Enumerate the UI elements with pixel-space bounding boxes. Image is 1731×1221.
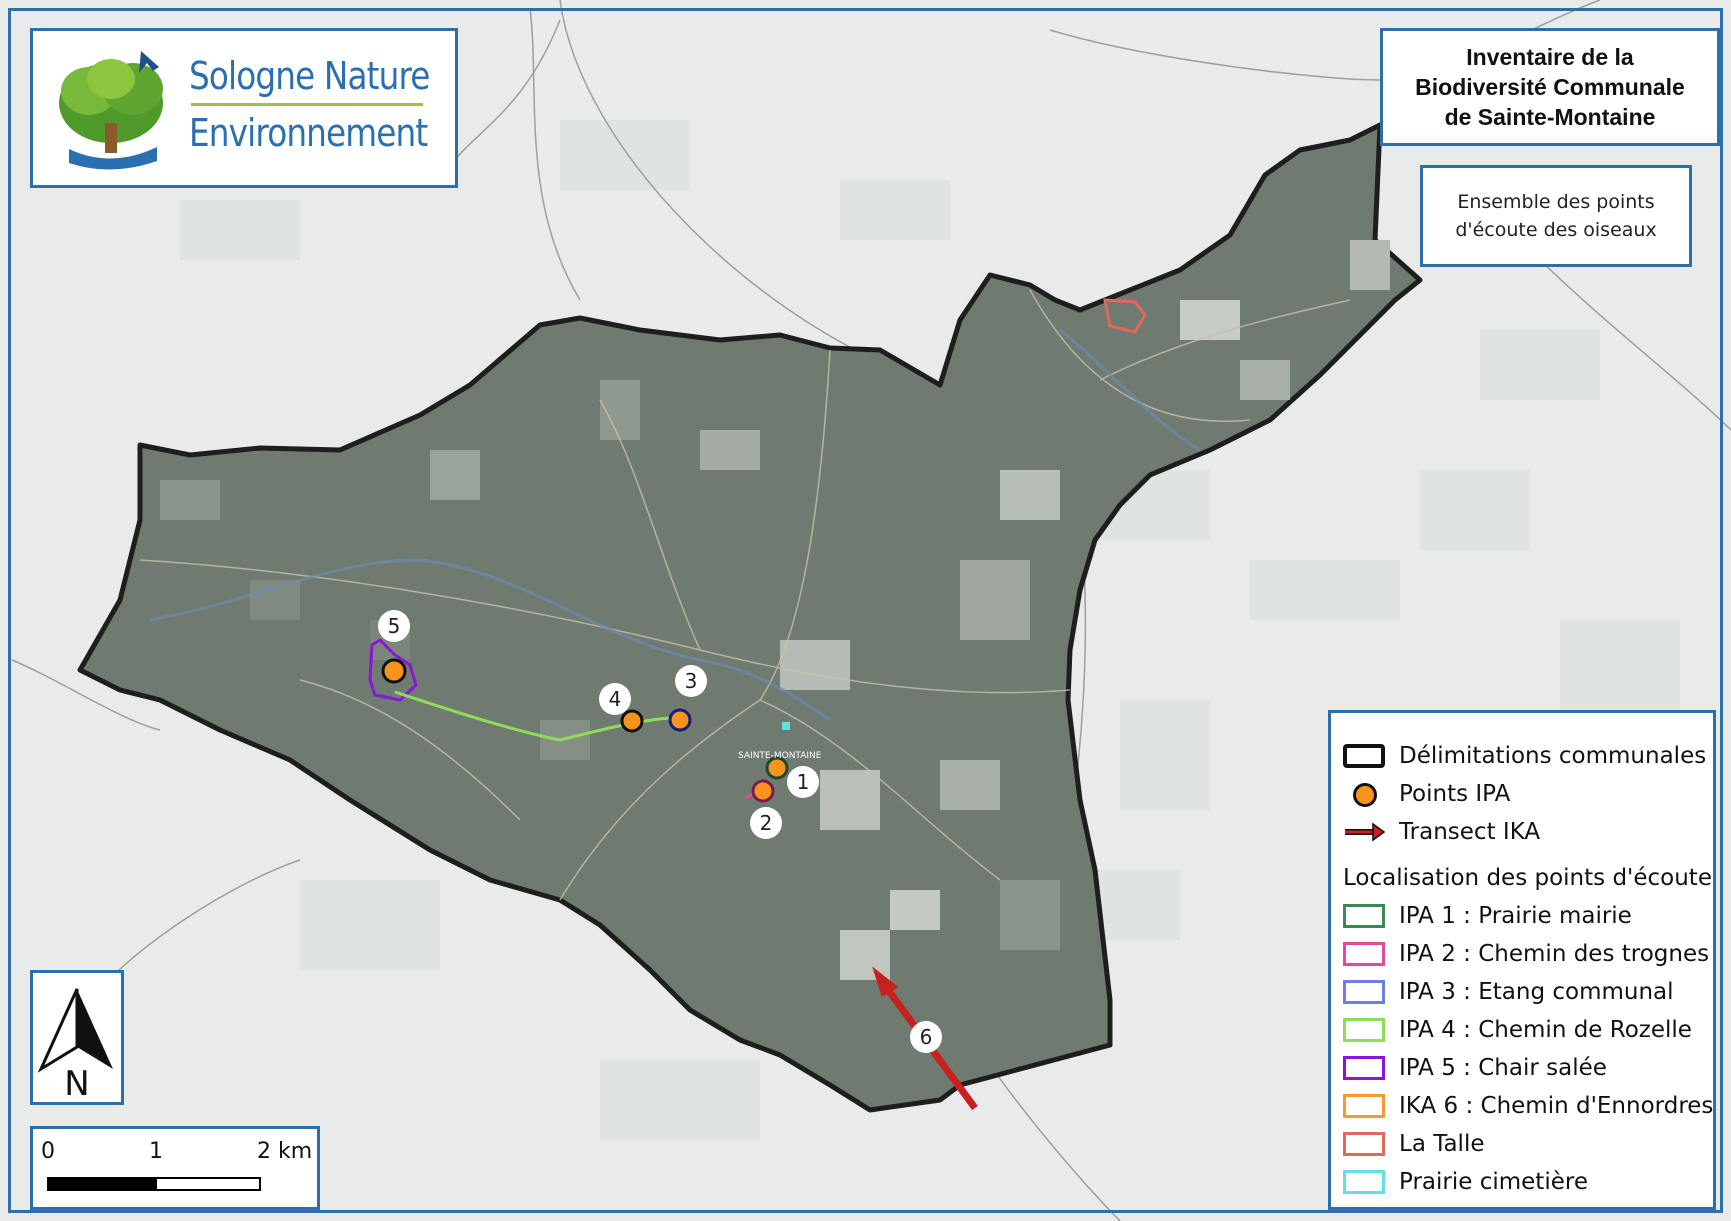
title-line-3: de Sainte-Montaine — [1444, 104, 1656, 130]
logo-tree-icon — [59, 51, 163, 170]
legend-zone-label-ipa-4: IPA 4 : Chemin de Rozelle — [1399, 1017, 1692, 1043]
zone-swatch-ika-6 — [1343, 1094, 1385, 1118]
zone-swatch-ipa-2 — [1343, 942, 1385, 966]
transect-arrowhead — [872, 966, 899, 997]
legend-entry-boundary: Délimitations communales — [1343, 739, 1706, 773]
point-label-1: 1 — [797, 770, 810, 794]
outer-fields — [180, 120, 1680, 1140]
legend-label-boundary: Délimitations communales — [1399, 743, 1707, 769]
zone-la-talle[interactable] — [1103, 298, 1147, 334]
legend-zone-la-talle: La Talle — [1343, 1127, 1485, 1161]
town-label: SAINTE-MONTAINE — [738, 751, 822, 761]
zone-swatch-ipa-4 — [1343, 1018, 1385, 1042]
logo-wordmark: Sologne Nature Environnement — [189, 53, 469, 156]
legend-zone-prairie-cimetiere: Prairie cimetière — [1343, 1165, 1588, 1199]
stream — [1059, 328, 1201, 452]
legend-entry-transect: Transect IKA — [1343, 815, 1540, 849]
legend-label-ipa-points: Points IPA — [1399, 781, 1511, 807]
logo-line-2: Environnement — [189, 111, 428, 155]
north-label: N — [64, 1064, 89, 1101]
subtitle-line-2: d'écoute des oiseaux — [1455, 219, 1657, 241]
legend-zone-ika-6: IKA 6 : Chemin d'Ennordres — [1343, 1089, 1713, 1123]
ipa-point-2[interactable] — [751, 779, 775, 803]
title-line-2: Biodiversité Communale — [1415, 74, 1685, 100]
point-label-4: 4 — [609, 687, 622, 711]
point-label-6: 6 — [920, 1025, 933, 1049]
legend-zone-ipa-3: IPA 3 : Etang communal — [1343, 975, 1674, 1009]
zone-swatch-ipa-5 — [1343, 1056, 1385, 1080]
map-subtitle: Ensemble des points d'écoute des oiseaux — [1431, 188, 1681, 244]
title-line-1: Inventaire de la — [1466, 44, 1634, 70]
legend-zone-label-ipa-5: IPA 5 : Chair salée — [1399, 1055, 1607, 1081]
legend-zone-ipa-1: IPA 1 : Prairie mairie — [1343, 899, 1632, 933]
legend-zone-ipa-5: IPA 5 : Chair salée — [1343, 1051, 1607, 1085]
legend-zone-ipa-4: IPA 4 : Chemin de Rozelle — [1343, 1013, 1692, 1047]
subtitle-panel: Ensemble des points d'écoute des oiseaux — [1420, 165, 1692, 267]
point-label-2: 2 — [760, 811, 773, 835]
boundary-swatch — [1343, 744, 1385, 768]
legend-zone-label-ika-6: IKA 6 : Chemin d'Ennordres — [1399, 1093, 1714, 1119]
zone-prairie-cimetiere[interactable] — [782, 722, 790, 730]
ipa-point-3[interactable] — [668, 708, 692, 732]
ipa-point-icon — [1343, 782, 1385, 807]
scale-bar-panel: 0 1 2 km — [30, 1126, 320, 1210]
scale-label-0: 0 — [41, 1139, 55, 1164]
zone-ipa-5[interactable] — [368, 638, 418, 702]
legend-zone-ipa-2: IPA 2 : Chemin des trognes — [1343, 937, 1709, 971]
legend-zone-label-ipa-2: IPA 2 : Chemin des trognes — [1399, 941, 1710, 967]
logo-panel: Sologne Nature Environnement — [30, 28, 458, 188]
scale-label-1: 1 — [149, 1139, 163, 1164]
legend-zone-label-prairie-cimetiere: Prairie cimetière — [1399, 1169, 1588, 1195]
scale-segment-light — [155, 1177, 261, 1191]
logo-line-1: Sologne Nature — [189, 54, 430, 98]
ipa-point-5[interactable] — [381, 658, 407, 684]
legend-panel: Délimitations communales Points IPA Tran… — [1328, 710, 1716, 1210]
legend-zone-label-la-talle: La Talle — [1399, 1131, 1485, 1157]
point-label-3: 3 — [685, 669, 698, 693]
scale-segment-dark — [47, 1177, 155, 1191]
ipa-points — [381, 658, 789, 803]
zone-swatch-ipa-3 — [1343, 980, 1385, 1004]
subtitle-line-1: Ensemble des points — [1457, 191, 1655, 213]
point-label-5: 5 — [388, 614, 401, 638]
commune-roads — [139, 289, 1351, 901]
legend-heading: Localisation des points d'écoute — [1343, 865, 1712, 891]
zone-swatch-ipa-1 — [1343, 904, 1385, 928]
legend-zone-label-ipa-1: IPA 1 : Prairie mairie — [1399, 903, 1632, 929]
river — [149, 558, 831, 722]
commune-fields — [160, 240, 1390, 980]
commune-boundary[interactable] — [77, 122, 1423, 1113]
legend-entry-ipa-points: Points IPA — [1343, 777, 1510, 811]
ipa-point-1[interactable] — [765, 756, 789, 780]
logo-divider — [191, 103, 423, 106]
title-panel: Inventaire de la Biodiversité Communale … — [1380, 28, 1720, 146]
point-labels: 5 4 3 1 2 6 — [378, 610, 942, 1053]
map-title: Inventaire de la Biodiversité Communale … — [1395, 42, 1705, 132]
zone-swatch-la-talle — [1343, 1132, 1385, 1156]
arrow-right-icon — [1343, 820, 1386, 844]
north-arrow-icon: N — [37, 988, 113, 1101]
legend-label-transect: Transect IKA — [1399, 819, 1541, 845]
north-arrow-panel: N — [30, 970, 124, 1105]
legend-zone-label-ipa-3: IPA 3 : Etang communal — [1399, 979, 1674, 1005]
zone-swatch-prairie-cimetiere — [1343, 1170, 1385, 1194]
ipa-point-4[interactable] — [620, 709, 644, 733]
scale-label-2: 2 km — [257, 1139, 313, 1164]
